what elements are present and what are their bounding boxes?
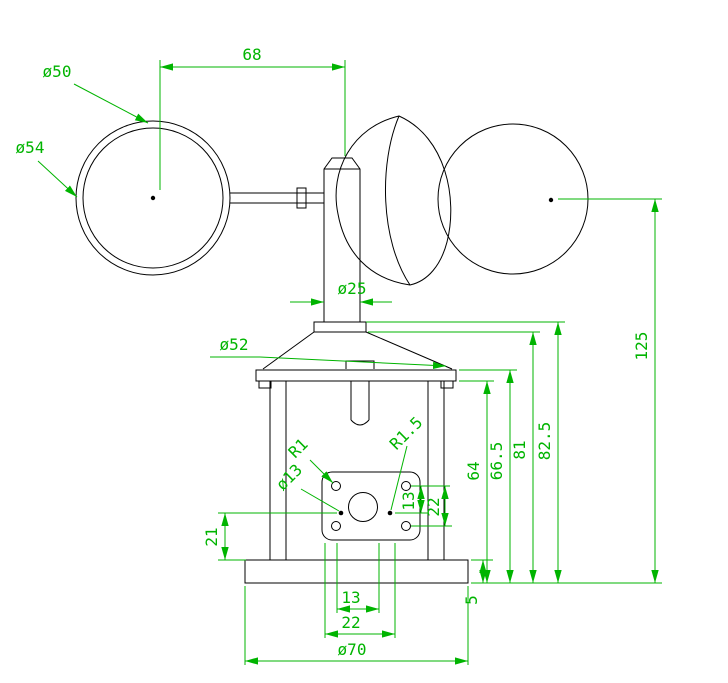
dim-81: 81	[368, 331, 540, 583]
dim-bottom-13: 13	[336, 543, 380, 613]
front-cup	[335, 115, 452, 286]
cone-housing	[262, 331, 453, 370]
dim-dia50: ø50	[43, 62, 149, 124]
dim-21-label: 21	[202, 527, 221, 546]
flange-left-tab	[258, 380, 272, 389]
dim-plate-22: 22	[411, 486, 452, 527]
leader-point-left	[338, 510, 344, 516]
right-cup-center-mark	[548, 197, 554, 203]
center-hole	[348, 492, 378, 522]
dim-dia54-label: ø54	[16, 138, 45, 157]
left-cup-inner-circle	[82, 127, 224, 269]
support-arm	[230, 187, 324, 209]
dim-r1-5-label: R1.5	[386, 413, 427, 454]
dim-dia70-label: ø70	[338, 640, 367, 659]
left-cup	[75, 120, 231, 276]
dim-64-label: 64	[464, 461, 483, 480]
dim-125-label: 125	[632, 332, 651, 361]
dim-dia50-label: ø50	[43, 62, 72, 81]
dim-dia13: ø13	[272, 460, 340, 512]
dim-dia54: ø54	[16, 138, 78, 198]
hub-post	[323, 157, 361, 322]
neck-collar	[313, 321, 367, 333]
bolt-hole-bottom-left	[331, 521, 341, 531]
dim-5: 5	[462, 559, 493, 605]
dim-64: 64	[459, 380, 494, 583]
dim-r1-label: R1	[285, 435, 312, 462]
dim-bottom-13-label: 13	[341, 588, 360, 607]
dim-plate-13-label: 13	[399, 491, 418, 510]
left-cup-outer-circle	[75, 120, 231, 276]
arm-coupler	[296, 187, 307, 209]
flange-right-tab	[440, 380, 454, 389]
base-plate	[244, 559, 469, 584]
dim-dia52-label: ø52	[220, 335, 249, 354]
bolt-hole-bottom-right	[401, 521, 411, 531]
dim-68: 68	[159, 45, 346, 190]
dim-66-5-label: 66.5	[487, 442, 506, 481]
dim-82-5-label: 82.5	[535, 422, 554, 461]
dim-81-label: 81	[510, 440, 529, 459]
dim-66-5: 66.5	[459, 369, 517, 583]
bolt-hole-top-right	[401, 481, 411, 491]
top-tab	[345, 360, 375, 369]
dim-bottom-22: 22	[324, 543, 396, 638]
dim-dia13-label: ø13	[272, 460, 306, 494]
dim-125: 125	[558, 198, 662, 583]
dim-bottom-22-label: 22	[341, 613, 360, 632]
dim-dia25: ø25	[290, 279, 392, 306]
dim-dia52: ø52	[210, 335, 447, 370]
front-cup-rim	[384, 115, 411, 286]
dim-5-label: 5	[462, 595, 481, 605]
dim-68-label: 68	[242, 45, 261, 64]
dim-21: 21	[202, 512, 337, 561]
left-cup-center-mark	[150, 195, 156, 201]
bolt-hole-top-left	[331, 481, 341, 491]
dim-dia25-label: ø25	[338, 279, 367, 298]
flange	[255, 369, 457, 389]
dim-82-5: 82.5	[366, 321, 565, 583]
leader-point-right	[387, 510, 393, 516]
body-columns	[269, 381, 445, 560]
dim-dia70: ø70	[244, 586, 469, 665]
connector-stub	[350, 381, 370, 426]
dim-plate-22-label: 22	[424, 497, 443, 516]
